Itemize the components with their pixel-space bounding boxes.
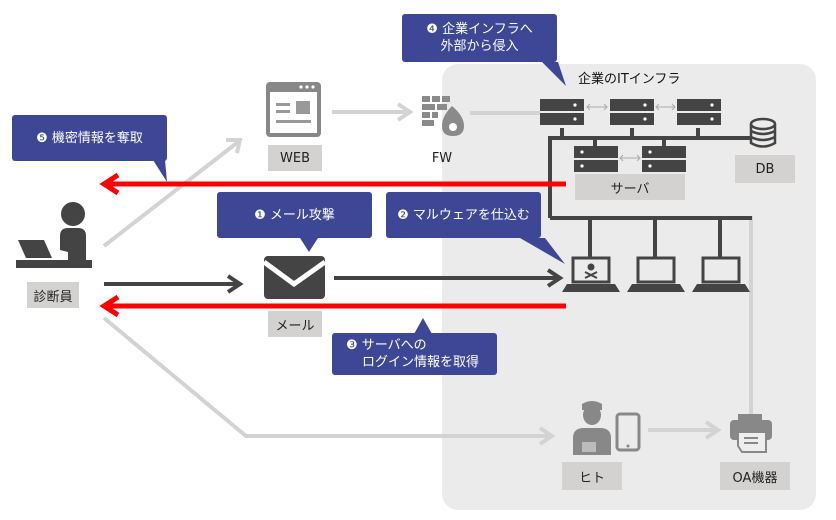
mail-flow-arrows bbox=[104, 268, 564, 294]
laptop-2 bbox=[627, 256, 685, 292]
person-at-laptop-icon bbox=[16, 202, 92, 268]
arrowhead-oa bbox=[704, 420, 722, 440]
skull-crossbones-icon bbox=[584, 263, 598, 279]
callout-step2: ❷ マルウェアを仕込む bbox=[386, 192, 541, 238]
web-label: WEB bbox=[268, 145, 322, 171]
callout-line1: サーバへの bbox=[361, 338, 427, 353]
human-label: ヒト bbox=[562, 462, 622, 490]
db-label: DB bbox=[735, 155, 795, 183]
arrowhead-web bbox=[226, 138, 243, 154]
callout-step1: ❶ メール攻撃 bbox=[217, 192, 372, 238]
network-lines bbox=[548, 128, 752, 258]
callout-line1: 企業インフラへ bbox=[442, 22, 533, 37]
step-number: ❷ bbox=[397, 207, 409, 223]
callout-text: マルウェアを仕込む bbox=[412, 207, 530, 223]
callout-text: 機密情報を奪取 bbox=[51, 130, 143, 146]
envelope-icon bbox=[262, 256, 327, 299]
exfiltration-arrows bbox=[99, 172, 566, 318]
callout-step4: ❹ 企業インフラへ 外部から侵入 bbox=[402, 14, 557, 62]
database-icon bbox=[749, 117, 777, 148]
attacker-label: 診断員 bbox=[27, 282, 79, 308]
mail-label: メール bbox=[268, 311, 322, 337]
server-rack-icon bbox=[540, 99, 721, 172]
laptop-icons bbox=[562, 256, 750, 292]
oa-label: OA機器 bbox=[720, 462, 790, 490]
callout-line2: 外部から侵入 bbox=[440, 39, 519, 54]
fw-label: FW bbox=[431, 150, 453, 166]
infra-title: 企業のITインフラ bbox=[578, 72, 681, 87]
smartphone-icon bbox=[615, 412, 641, 452]
arrowhead-fw bbox=[396, 102, 414, 122]
step-number: ❺ bbox=[36, 130, 48, 146]
callout-step3: ❸ サーバへの ログイン情報を取得 bbox=[332, 333, 497, 375]
laptop-3 bbox=[692, 256, 750, 292]
worker-icon bbox=[573, 401, 611, 455]
printer-icon bbox=[730, 414, 772, 453]
browser-window-icon bbox=[266, 82, 321, 137]
callout-line2: ログイン情報を取得 bbox=[362, 355, 480, 370]
callout-step5: ❺ 機密情報を奪取 bbox=[12, 115, 167, 161]
arrowhead-human bbox=[538, 426, 556, 446]
firewall-icon bbox=[422, 96, 464, 136]
path-attacker-web bbox=[102, 140, 240, 248]
step-number: ❹ bbox=[426, 22, 438, 37]
server-label: サーバ bbox=[575, 174, 685, 200]
step-number: ❶ bbox=[254, 207, 266, 223]
callout-pointers bbox=[153, 62, 566, 334]
path-attacker-human bbox=[102, 316, 552, 438]
step-number: ❸ bbox=[346, 338, 358, 353]
callout-text: メール攻撃 bbox=[269, 207, 335, 223]
light-paths bbox=[102, 102, 753, 446]
laptop-infected bbox=[562, 256, 620, 292]
